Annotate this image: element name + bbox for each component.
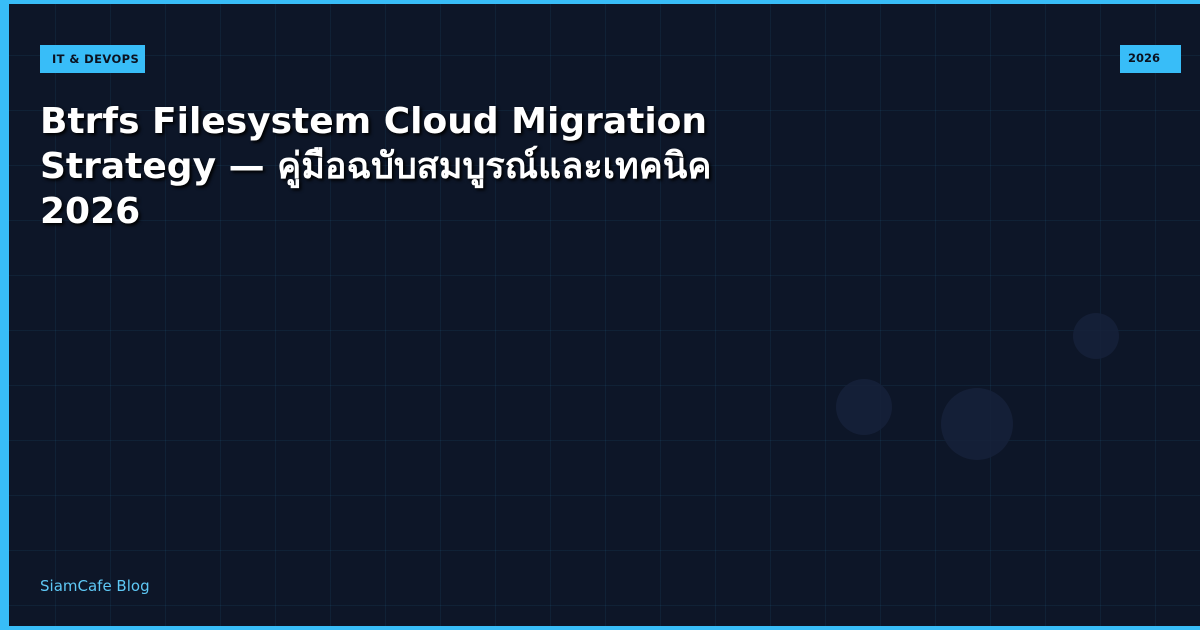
page-title: Btrfs Filesystem Cloud Migration Strateg… (40, 101, 712, 232)
category-badge: IT & DEVOPS (40, 45, 146, 73)
accent-border (4, 4, 9, 626)
brand-label: SiamCafe Blog (40, 577, 150, 595)
year-badge: 2026 (1120, 45, 1181, 73)
decorative-circle (1073, 313, 1119, 359)
decorative-circle (941, 388, 1013, 460)
decorative-circle (836, 379, 892, 435)
